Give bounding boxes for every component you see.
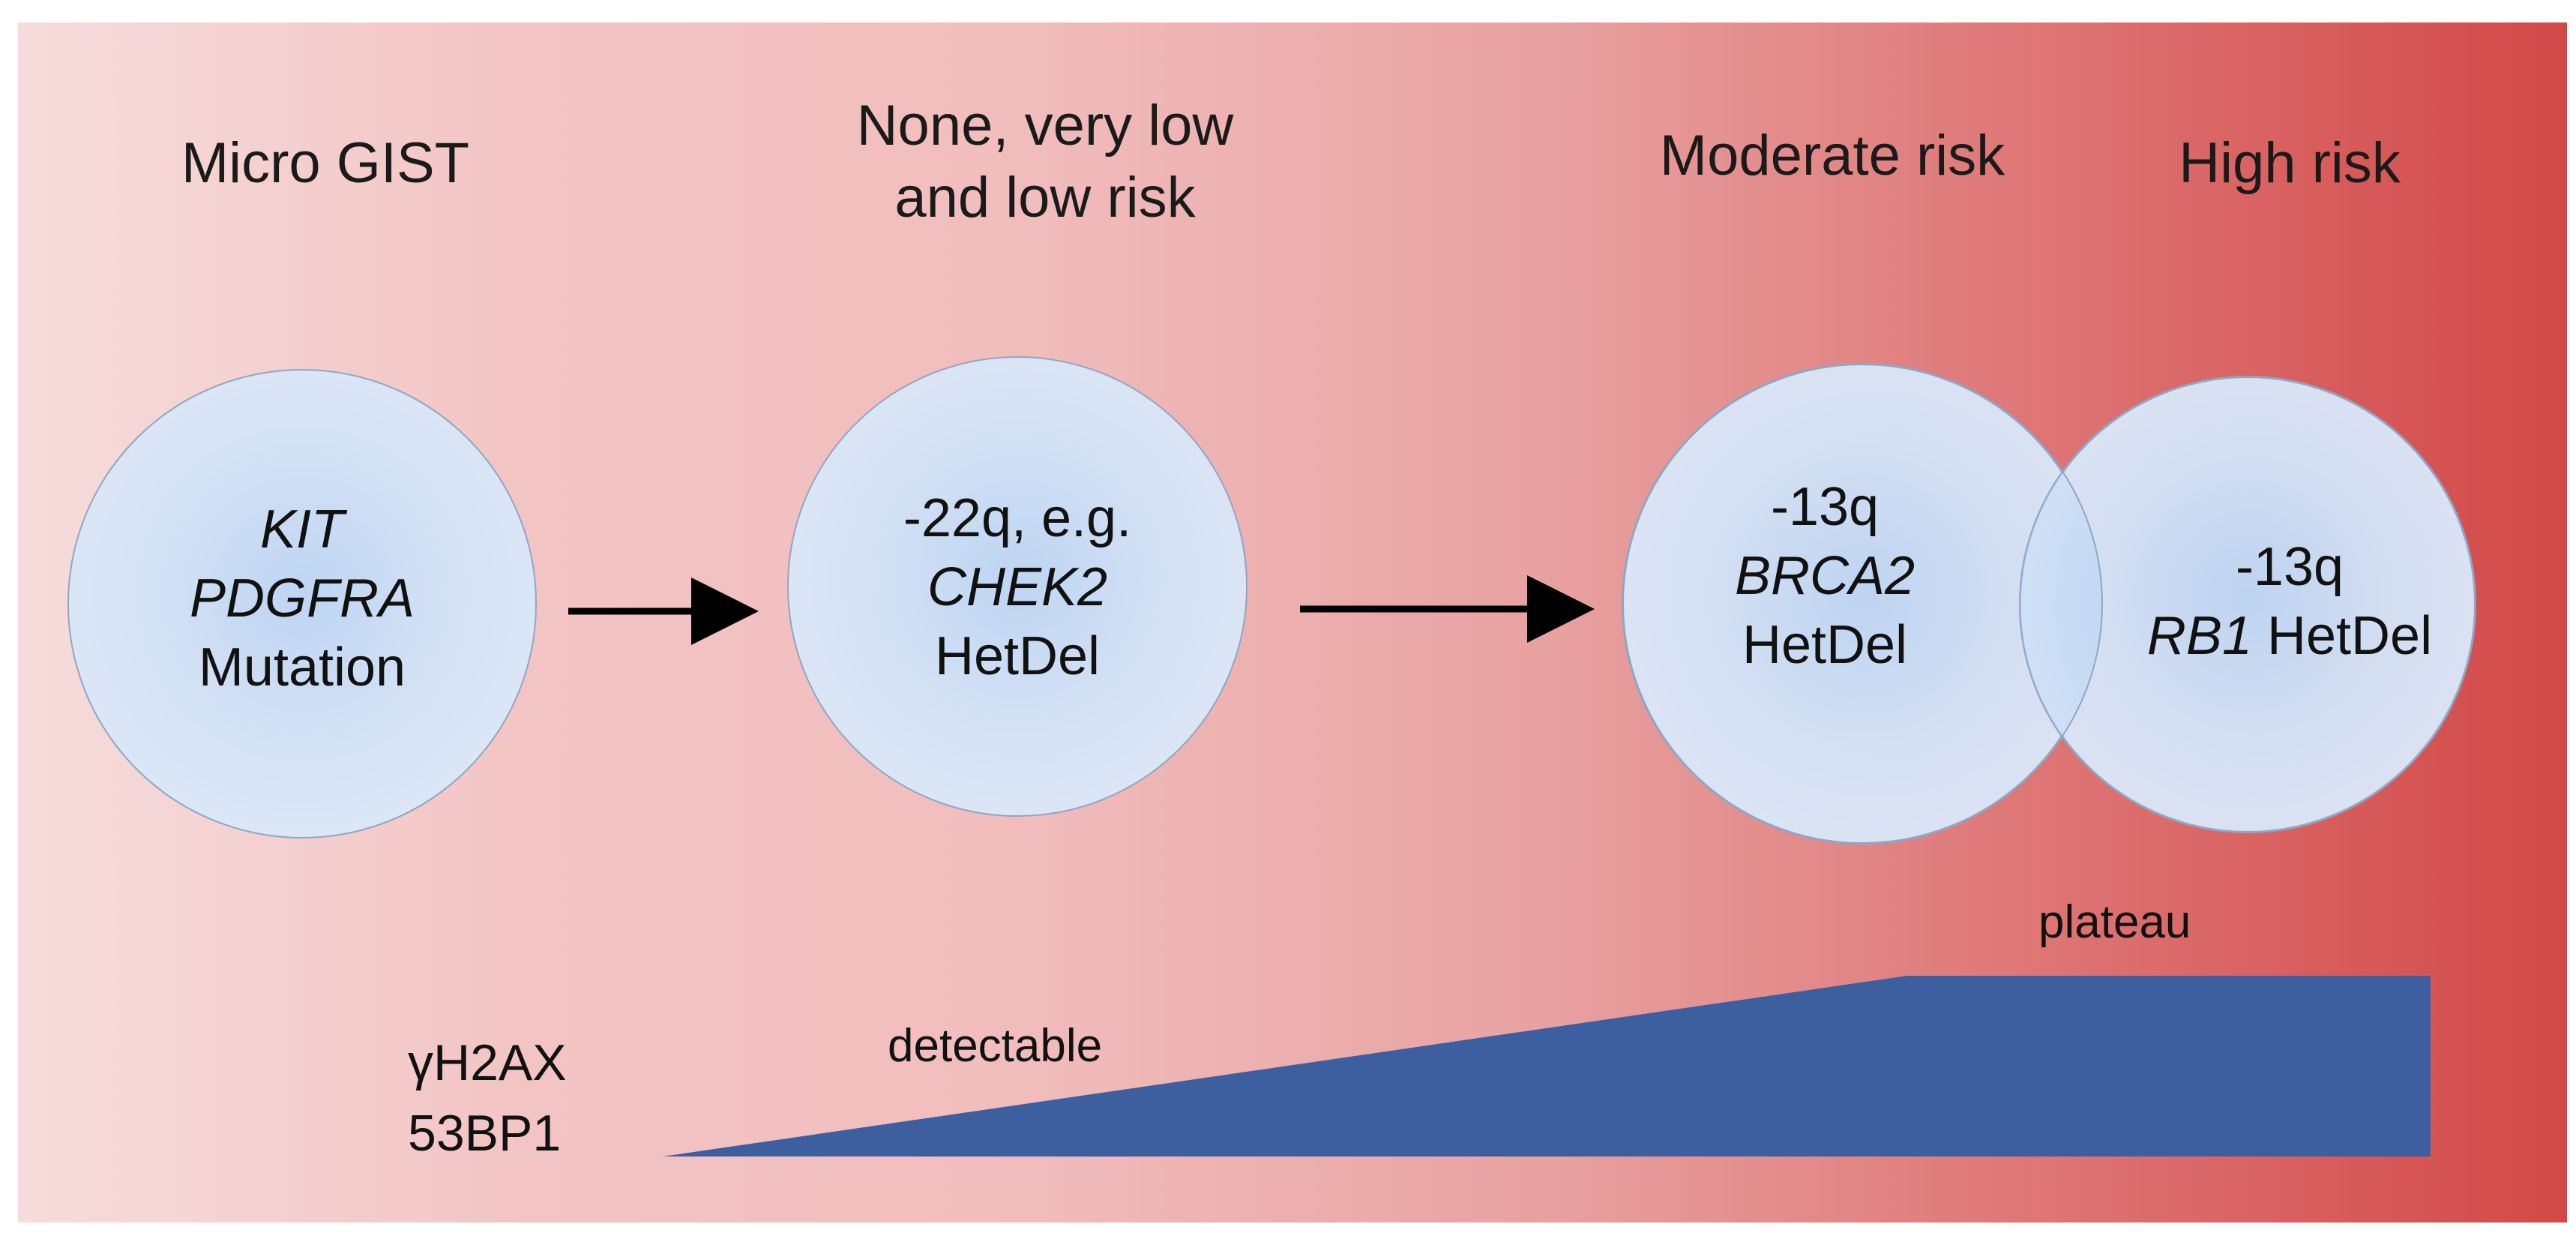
hetdel-label: HetDel bbox=[2251, 606, 2433, 666]
gene-rb1: RB1 bbox=[2146, 606, 2252, 666]
gene-kit: KIT bbox=[259, 500, 344, 560]
circle-text-low-risk: -22q, e.g. CHEK2 HetDel bbox=[787, 484, 1248, 691]
stage-label-micro-gist: Micro GIST bbox=[181, 131, 470, 195]
stage-label-moderate-risk: Moderate risk bbox=[1659, 124, 2005, 188]
stage-label-low-risk: None, very low and low risk bbox=[856, 94, 1234, 230]
hetdel-label: HetDel bbox=[934, 626, 1101, 686]
deletion-13q: -13q bbox=[2235, 537, 2344, 597]
arrows bbox=[568, 575, 1595, 645]
ramp-shape bbox=[663, 976, 2431, 1156]
mutation-label: Mutation bbox=[198, 638, 406, 698]
circle-text-high-risk: -13q RB1 HetDel bbox=[2102, 532, 2477, 670]
marker-gh2ax: γH2AX bbox=[408, 1034, 567, 1091]
marker-level-ramp bbox=[663, 976, 2431, 1156]
overlap-highlight bbox=[1622, 363, 2476, 844]
circle-text-micro-gist: KIT PDGFRA Mutation bbox=[67, 495, 537, 702]
level-label-detectable: detectable bbox=[888, 1020, 1103, 1072]
circle-low-risk bbox=[787, 356, 1248, 817]
hetdel-label: HetDel bbox=[1742, 615, 1908, 675]
gene-chek2: CHEK2 bbox=[927, 557, 1108, 617]
gene-brca2: BRCA2 bbox=[1734, 546, 1916, 606]
circle-text-moderate-risk: -13q BRCA2 HetDel bbox=[1637, 472, 2012, 680]
marker-53bp1: 53BP1 bbox=[408, 1105, 562, 1162]
level-label-plateau: plateau bbox=[2038, 896, 2191, 948]
diagram-canvas: Micro GIST None, very low and low risk M… bbox=[18, 22, 2567, 1222]
circle-micro-gist bbox=[67, 369, 537, 838]
deletion-22q: -22q, e.g. bbox=[903, 488, 1132, 548]
marker-labels: γH2AX 53BP1 bbox=[408, 1028, 567, 1168]
stage-label-high-risk: High risk bbox=[2179, 131, 2401, 195]
gene-pdgfra: PDGFRA bbox=[189, 568, 415, 628]
deletion-13q: -13q bbox=[1770, 477, 1880, 537]
